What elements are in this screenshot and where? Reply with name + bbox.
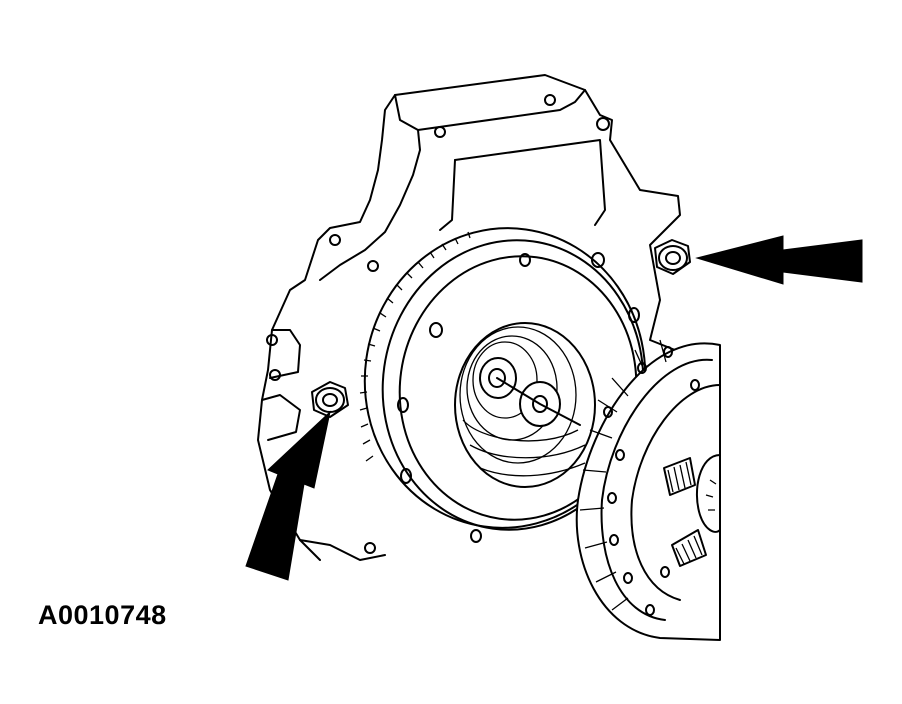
dowel-pin-lower-left	[311, 381, 349, 418]
pilot-bearing	[496, 377, 581, 427]
figure-reference-code: A0010748	[38, 600, 167, 630]
arrow-pointing-right-dowel	[695, 235, 863, 285]
dowel-pin-upper-right	[654, 239, 691, 275]
arrow-pointing-left-dowel	[245, 410, 331, 581]
flywheel-bolt-holes	[397, 252, 640, 543]
crankshaft-hub	[454, 322, 596, 488]
engine-adapter-plate	[257, 74, 701, 561]
clutch-disc	[575, 339, 721, 641]
